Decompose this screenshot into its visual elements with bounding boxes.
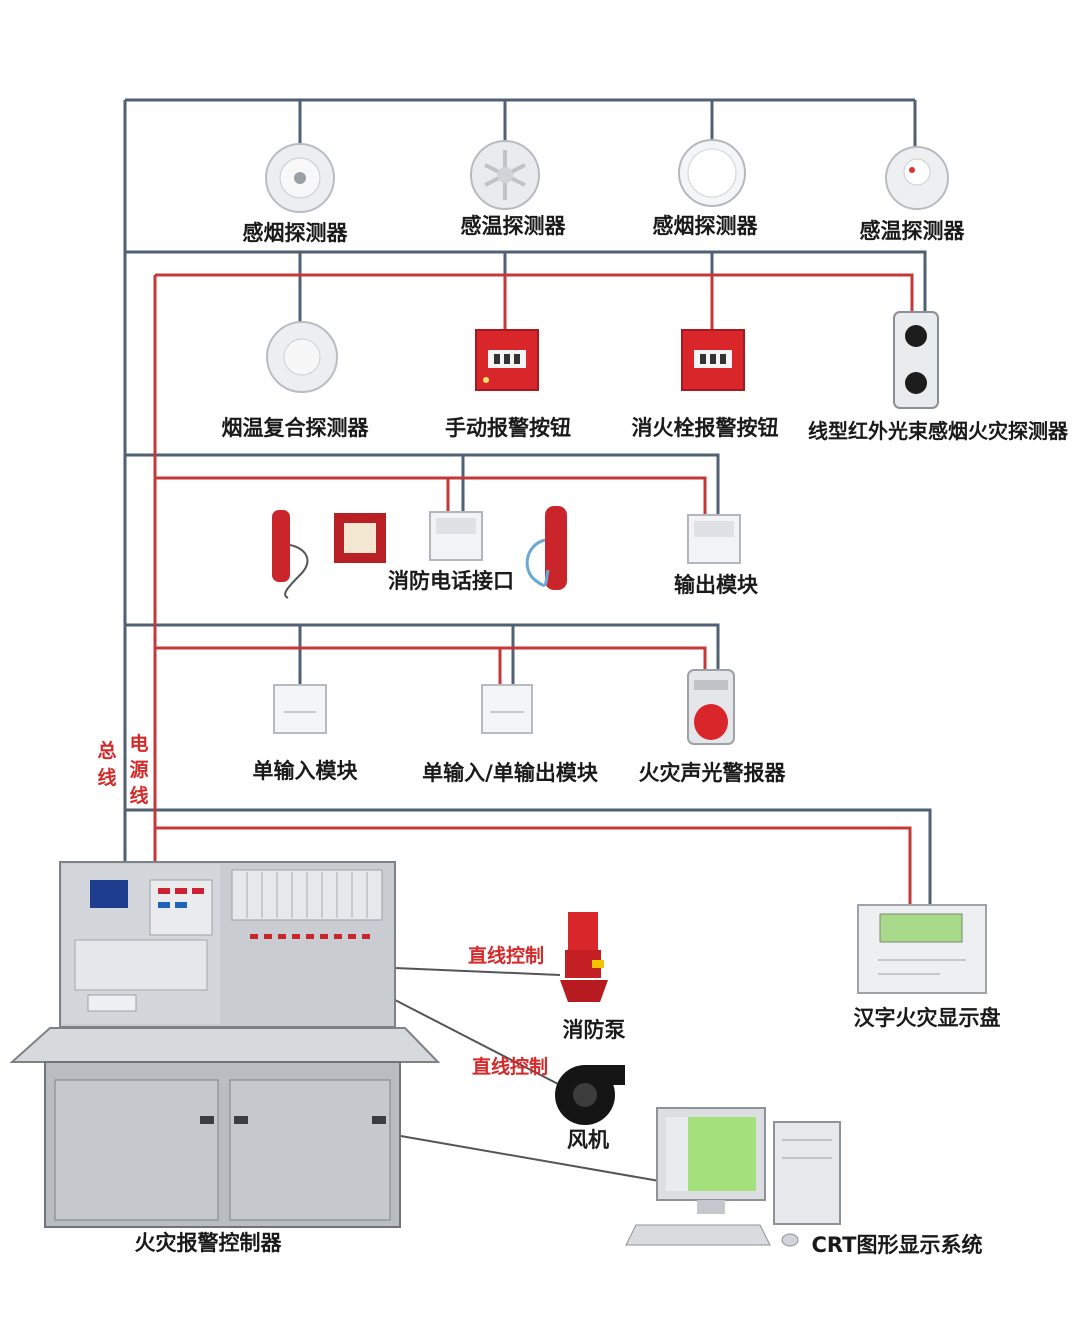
power-line-main — [153, 273, 914, 865]
label-single-input-module: 单输入模块 — [253, 759, 359, 783]
label-single-io-module: 单输入/单输出模块 — [422, 761, 599, 785]
label-fire-phone-interface: 消防电话接口 — [388, 569, 514, 593]
label-hydrant-alarm-button: 消火栓报警按钮 — [632, 416, 779, 440]
label-smoke-detector-1: 感烟探测器 — [243, 221, 349, 245]
label-chinese-display-panel: 汉字火灾显示盘 — [854, 1006, 1001, 1030]
sound-light-alarm — [687, 669, 735, 745]
label-bus-line-2: 线 — [97, 766, 116, 789]
label-controller: 火灾报警控制器 — [135, 1231, 283, 1255]
label-power-line-3: 线 — [129, 784, 148, 807]
wiring — [123, 98, 932, 1183]
output-module — [687, 514, 741, 564]
hydrant-alarm-button — [681, 329, 745, 391]
label-crt-system: CRT图形显示系统 — [812, 1233, 983, 1257]
label-power-line-2: 源 — [129, 758, 148, 781]
label-heat-detector-2: 感温探测器 — [860, 219, 966, 243]
bus-line-main — [123, 98, 917, 865]
smoke-detector-1 — [265, 143, 335, 213]
manual-alarm-button — [475, 329, 539, 391]
label-power-line-1: 电 — [129, 732, 148, 755]
bus-line-display — [125, 808, 932, 905]
label-combo-detector: 烟温复合探测器 — [222, 416, 370, 440]
label-output-module: 输出模块 — [674, 573, 759, 597]
combo-detector — [266, 321, 338, 393]
bus-line-row4 — [125, 623, 720, 685]
crt-graphic-system — [625, 1107, 841, 1247]
label-smoke-detector-2: 感烟探测器 — [653, 214, 759, 238]
fire-phone-interface-devices — [272, 506, 567, 599]
label-bus-line-1: 总 — [97, 739, 116, 762]
smoke-detector-2 — [678, 139, 746, 207]
fire-pump — [560, 912, 608, 1002]
label-sound-light-alarm: 火灾声光警报器 — [639, 761, 787, 785]
bus-line-row3 — [125, 453, 720, 515]
power-line-row3 — [155, 476, 707, 515]
single-io-module — [481, 684, 533, 734]
label-direct-control-2: 直线控制 — [472, 1055, 548, 1078]
beam-detector — [893, 311, 939, 409]
heat-detector-2 — [885, 146, 949, 210]
fire-alarm-controller — [9, 861, 441, 1228]
bus-line-row2 — [125, 250, 927, 330]
label-manual-alarm-button: 手动报警按钮 — [445, 416, 571, 440]
control-wire-pump — [394, 967, 561, 976]
heat-detector-1 — [470, 140, 540, 210]
label-beam-detector: 线型红外光束感烟火灾探测器 — [808, 419, 1069, 443]
label-fan: 风机 — [567, 1128, 609, 1152]
label-direct-control-1: 直线控制 — [468, 944, 544, 967]
label-fire-pump: 消防泵 — [563, 1018, 626, 1042]
control-wire-crt — [394, 1134, 666, 1183]
fan — [555, 1065, 625, 1125]
power-line-row4 — [155, 646, 707, 685]
control-wire-fan — [394, 999, 561, 1086]
chinese-display-panel — [857, 904, 987, 994]
single-input-module — [273, 684, 327, 734]
power-line-display — [155, 826, 912, 905]
label-heat-detector-1: 感温探测器 — [461, 214, 567, 238]
